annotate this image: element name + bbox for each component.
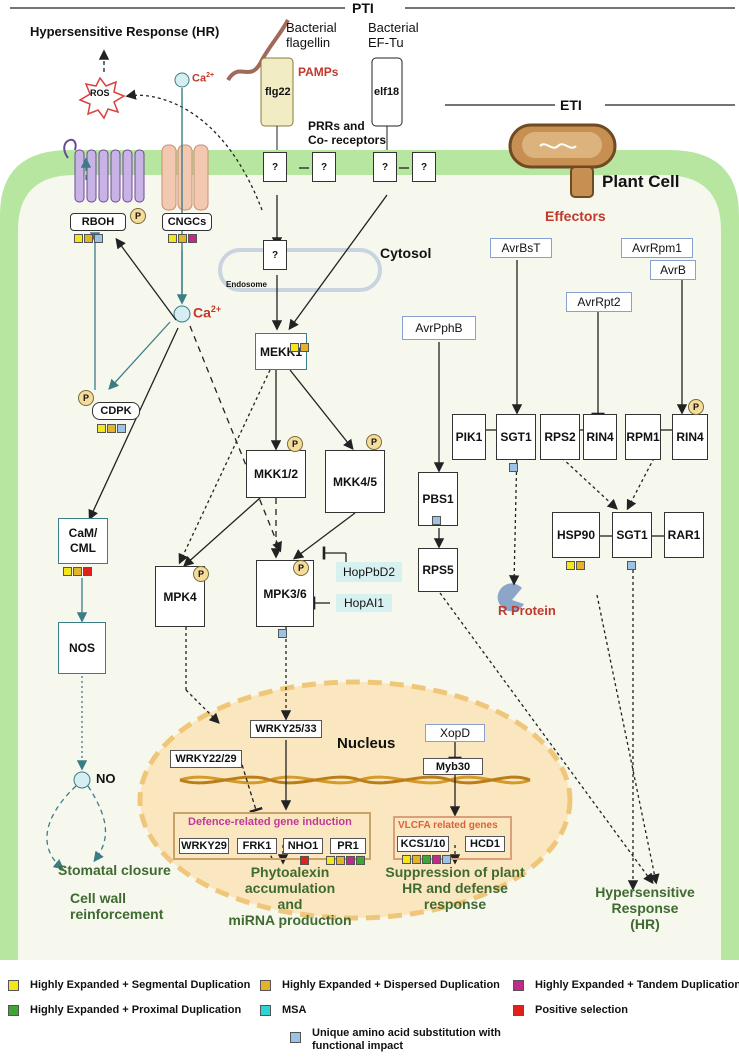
phospho-rin4: P: [688, 399, 704, 415]
outcome-phytoalexin: Phytoalexin accumulation and miRNA produ…: [228, 864, 352, 928]
pti-hr-title: Hypersensitive Response (HR): [30, 24, 220, 39]
cam-cml-box: CaM/ CML: [58, 518, 108, 564]
phospho-mpk4: P: [193, 566, 209, 582]
legend-swatch-segmental: [8, 980, 19, 991]
legend-tandem: Highly Expanded + Tandem Duplication: [535, 979, 739, 991]
no-label: NO: [96, 771, 116, 786]
rar1-box: RAR1: [664, 512, 704, 558]
cytosol-label: Cytosol: [380, 245, 432, 261]
rps2-box: RPS2: [540, 414, 580, 460]
co-receptor-2: ?: [412, 152, 436, 182]
endosome-receptor: ?: [263, 240, 287, 270]
hoppbd2-effector: HopPbD2: [336, 562, 402, 582]
endosome-label: Endosome: [226, 280, 267, 289]
gene-pr1: PR1: [330, 838, 366, 854]
no-molecule: [73, 771, 91, 789]
outcome-cellwall: Cell wall reinforcement: [70, 890, 164, 922]
legend-msa: MSA: [282, 1004, 307, 1016]
mkk45-box: MKK4/5: [325, 450, 385, 513]
legend-swatch-unique: [290, 1032, 301, 1043]
legend-swatch-positive: [513, 1005, 524, 1016]
co-receptor-1: ?: [312, 152, 336, 182]
ros-burst: [78, 76, 126, 120]
ca-ion-top: [174, 72, 190, 88]
sgt1-box-a: SGT1: [496, 414, 536, 460]
effectors-label: Effectors: [545, 208, 606, 224]
legend-swatch-tandem: [513, 980, 524, 991]
vlcfa-title: VLCFA related genes: [398, 820, 498, 831]
legend-swatch-msa: [260, 1005, 271, 1016]
prr-flg22: ?: [263, 152, 287, 182]
phospho-rboh: P: [130, 208, 146, 224]
endosome: [218, 248, 382, 292]
cngcs-box: CNGCs: [162, 213, 212, 231]
outcome-stomatal: Stomatal closure: [58, 862, 171, 878]
phospho-mpk36: P: [293, 560, 309, 576]
mkk12-box: MKK1/2: [246, 450, 306, 498]
avrrpm1-effector: AvrRpm1: [621, 238, 693, 258]
r-protein-shape: [497, 583, 524, 612]
wrky2533-box: WRKY25/33: [250, 720, 322, 738]
phospho-mkk12: P: [287, 436, 303, 452]
legend-positive: Positive selection: [535, 1004, 628, 1016]
plant-cell-label: Plant Cell: [602, 172, 680, 191]
legend-dispersed: Highly Expanded + Dispersed Duplication: [282, 979, 500, 991]
nucleus-label: Nucleus: [337, 735, 396, 752]
legend-proximal: Highly Expanded + Proximal Duplication: [30, 1004, 242, 1016]
flagellin-label: Bacterial flagellin: [286, 20, 337, 50]
rin4-box-a: RIN4: [583, 414, 617, 460]
ca-ion-cytosol: [173, 305, 191, 323]
rpm1-box: RPM1: [625, 414, 661, 460]
gene-hcd1: HCD1: [465, 836, 505, 852]
avrb-effector: AvrB: [650, 260, 696, 280]
ca-cytosol-label: Ca2+: [193, 304, 222, 321]
vlcfa-panel: [393, 816, 512, 860]
defence-title: Defence-related gene induction: [188, 816, 352, 828]
sgt1-box-b: SGT1: [612, 512, 652, 558]
pamps-label: PAMPs: [298, 65, 339, 79]
pik1-box: PIK1: [452, 414, 486, 460]
pti-header: PTI: [352, 0, 374, 16]
outcome-hr: Hypersensitive Response (HR): [595, 884, 695, 932]
elf18-label: elf18: [374, 86, 400, 98]
ros-label: ROS: [90, 88, 110, 98]
avrrpt2-effector: AvrRpt2: [566, 292, 632, 312]
outcome-suppression: Suppression of plant HR and defense resp…: [385, 864, 525, 912]
eftu-label: Bacterial EF-Tu: [368, 20, 419, 50]
rboh-channel: [74, 149, 145, 203]
phospho-cdpk: P: [78, 390, 94, 406]
myb30-box: Myb30: [423, 758, 483, 775]
cdpk-box: CDPK: [92, 402, 140, 420]
legend-swatch-dispersed: [260, 980, 271, 991]
rboh-box: RBOH: [70, 213, 126, 231]
prr-elf18: ?: [373, 152, 397, 182]
xopd-effector: XopD: [425, 724, 485, 742]
r-protein-label: R Protein: [498, 603, 556, 618]
hopai1-effector: HopAI1: [336, 594, 392, 612]
avrpphb-effector: AvrPphB: [402, 316, 476, 340]
hsp90-box: HSP90: [552, 512, 600, 558]
phospho-mkk45: P: [366, 434, 382, 450]
rps5-box: RPS5: [418, 548, 458, 592]
cngc-channel: [161, 144, 209, 211]
legend-swatch-proximal: [8, 1005, 19, 1016]
rin4-box-b: RIN4: [672, 414, 708, 460]
defence-gene-panel: [173, 812, 371, 860]
legend-segmental: Highly Expanded + Segmental Duplication: [30, 979, 251, 991]
gene-nho1: NHO1: [283, 838, 323, 854]
dna-strand-2: [179, 775, 531, 785]
prrs-label: PRRs and Co- receptors: [308, 119, 387, 147]
flg22-label: flg22: [265, 86, 291, 98]
gene-wrky29: WRKY29: [179, 838, 229, 854]
ca-top-label: Ca2+: [192, 72, 215, 85]
avrbst-effector: AvrBsT: [490, 238, 552, 258]
gene-frk1: FRK1: [237, 838, 277, 854]
wrky2229-box: WRKY22/29: [170, 750, 242, 768]
eti-header: ETI: [560, 97, 582, 113]
legend-unique: Unique amino acid substitution with func…: [312, 1027, 501, 1052]
nos-box: NOS: [58, 622, 106, 674]
gene-kcs110: KCS1/10: [397, 836, 449, 852]
